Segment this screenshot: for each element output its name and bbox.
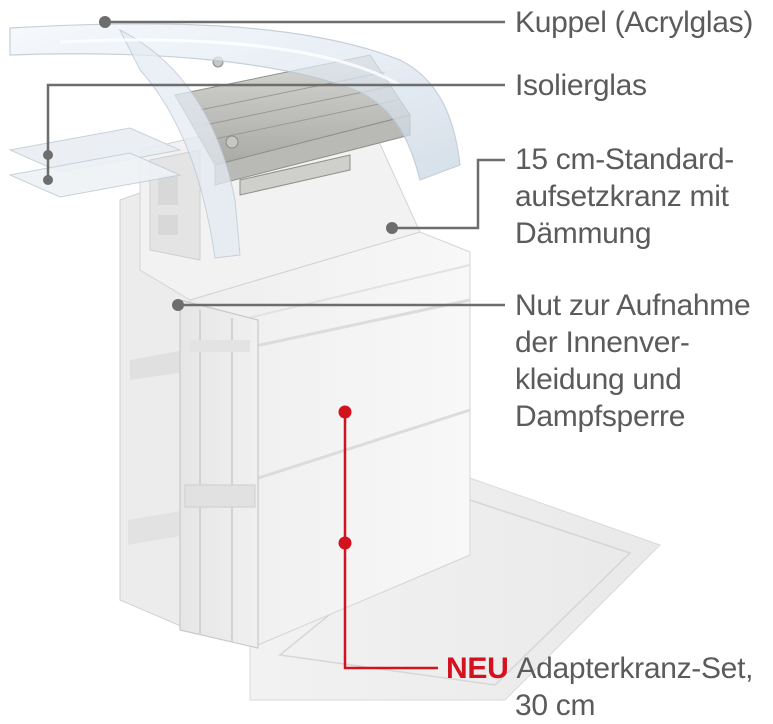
label-curb: 15 cm-Standard- aufsetzkranz mit Dämmung — [515, 141, 734, 252]
dot-dome — [99, 16, 111, 28]
leader-curb — [392, 158, 505, 230]
new-badge: NEU — [446, 652, 509, 685]
label-curb-line2: aufsetzkranz mit — [515, 180, 729, 213]
label-adapter-line2: 30 cm — [515, 689, 596, 722]
leader-lines — [46, 20, 505, 670]
label-groove-line4: Dampfsperre — [515, 400, 686, 433]
dot-adapter-2 — [338, 536, 352, 550]
label-curb-line3: Dämmung — [515, 217, 652, 250]
label-groove-line2: der Innenver- — [515, 326, 690, 359]
label-adapter-text: Adapterkranz-Set, — [516, 652, 754, 685]
insulating-glass — [8, 127, 182, 198]
label-glass-text: Isolierglas — [515, 69, 647, 102]
label-curb-line1: 15 cm-Standard- — [515, 143, 734, 176]
label-groove-line3: kleidung und — [515, 363, 682, 396]
label-glass: Isolierglas — [515, 67, 647, 104]
dot-curb — [386, 222, 398, 234]
label-dome-text: Kuppel (Acrylglas) — [515, 6, 754, 39]
label-groove: Nut zur Aufnahme der Innenver- kleidung … — [515, 287, 751, 435]
acrylic-dome — [9, 23, 461, 259]
dot-glass-2 — [43, 175, 53, 185]
dot-adapter-1 — [338, 405, 352, 419]
leader-adapter — [343, 412, 438, 670]
leader-dots — [43, 16, 398, 550]
dot-groove — [172, 299, 184, 311]
section-profile — [179, 299, 259, 649]
label-groove-line1: Nut zur Aufnahme — [515, 289, 751, 322]
dot-glass-1 — [43, 150, 53, 160]
label-dome: Kuppel (Acrylglas) — [515, 4, 753, 41]
leader-glass — [46, 83, 505, 155]
